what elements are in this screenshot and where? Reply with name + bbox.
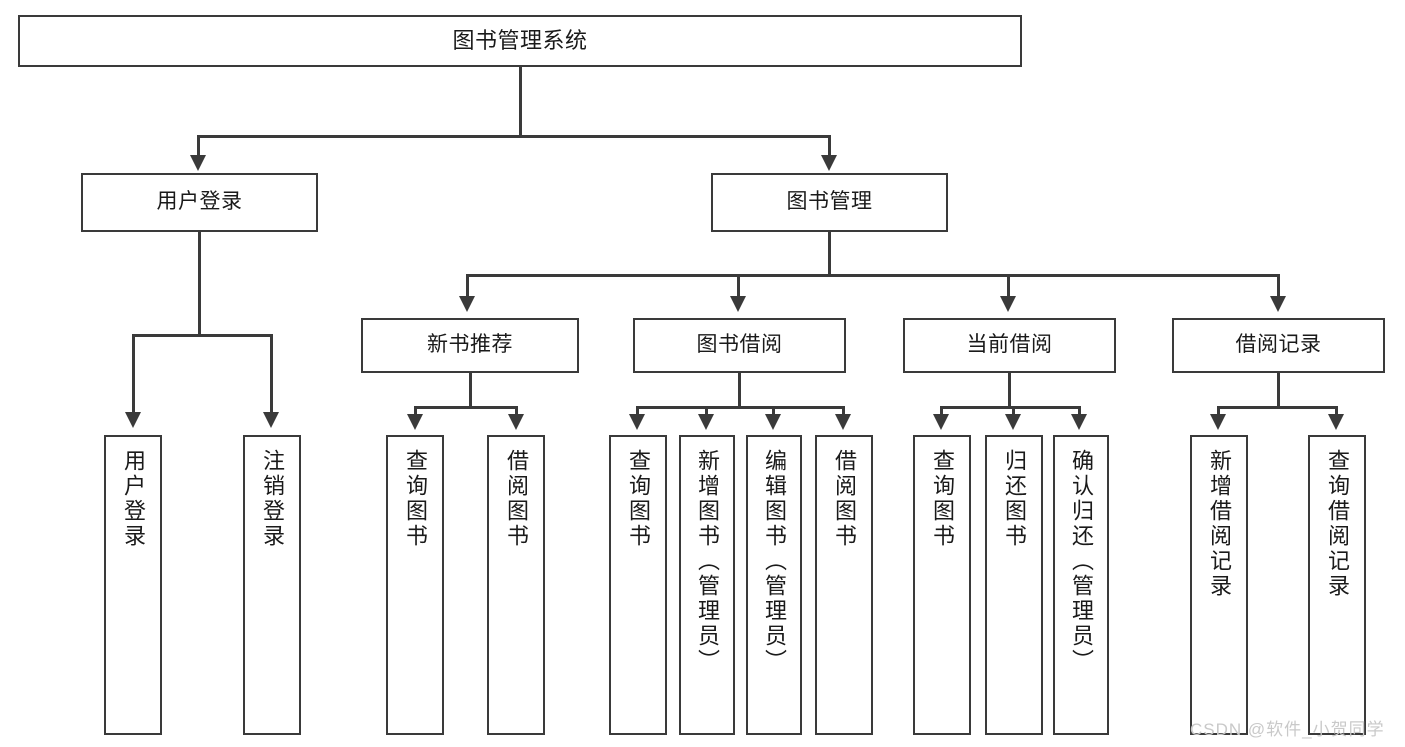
node-label: 当前借阅 xyxy=(966,333,1053,357)
arrow-to-user-login xyxy=(190,155,206,171)
node-label: 借阅图书 xyxy=(504,449,529,549)
arrow-to-leaf-query-book-2 xyxy=(629,414,645,430)
edge-new-book-rec-bar xyxy=(414,406,518,409)
node-label: 查询借阅记录 xyxy=(1325,449,1350,599)
node-leaf-add-record[interactable]: 新增借阅记录 xyxy=(1190,435,1248,735)
arrow-to-book-borrow xyxy=(730,296,746,312)
edge-br-to-leaf-1 xyxy=(1217,406,1220,416)
edge-book-borrow-bar xyxy=(636,406,844,409)
arrow-to-leaf-confirm-return xyxy=(1071,414,1087,430)
arrow-to-leaf-query-record xyxy=(1328,414,1344,430)
arrow-to-new-book-rec xyxy=(459,296,475,312)
node-label: 归还图书 xyxy=(1002,449,1027,549)
edge-user-login-bar xyxy=(132,334,270,337)
arrow-to-borrow-record xyxy=(1270,296,1286,312)
node-leaf-query-book-1[interactable]: 查询图书 xyxy=(386,435,444,735)
arrow-to-leaf-user-login xyxy=(125,412,141,428)
node-leaf-borrow-book-2[interactable]: 借阅图书 xyxy=(815,435,873,735)
node-label: 新增图书（管理员） xyxy=(695,449,720,674)
node-leaf-borrow-book-1[interactable]: 借阅图书 xyxy=(487,435,545,735)
edge-current-borrow-bar xyxy=(940,406,1080,409)
edge-to-book-borrow xyxy=(737,274,740,298)
node-label: 新增借阅记录 xyxy=(1207,449,1232,599)
arrow-to-leaf-add-record xyxy=(1210,414,1226,430)
edge-to-borrow-record xyxy=(1277,274,1280,298)
edge-user-login-to-leaf-2 xyxy=(270,334,273,414)
node-leaf-query-book-2[interactable]: 查询图书 xyxy=(609,435,667,735)
edge-user-login-stem xyxy=(198,232,201,337)
edge-new-book-rec-stem xyxy=(469,373,472,409)
arrow-to-leaf-query-book-1 xyxy=(407,414,423,430)
node-label: 图书管理 xyxy=(786,190,873,214)
node-current-borrow[interactable]: 当前借阅 xyxy=(903,318,1116,373)
arrow-to-book-manage xyxy=(821,155,837,171)
node-label: 新书推荐 xyxy=(427,333,513,357)
node-root-system[interactable]: 图书管理系统 xyxy=(18,15,1022,67)
edge-current-borrow-stem xyxy=(1008,373,1011,409)
node-label: 注销登录 xyxy=(260,449,285,549)
watermark-text: CSDN @软件_小贺同学 xyxy=(1190,720,1385,739)
edge-br-to-leaf-2 xyxy=(1335,406,1338,416)
edge-bb-to-leaf-1 xyxy=(636,406,639,416)
edge-borrow-record-bar xyxy=(1217,406,1337,409)
arrow-to-leaf-borrow-book-2 xyxy=(835,414,851,430)
node-label: 借阅图书 xyxy=(832,449,857,549)
node-borrow-record[interactable]: 借阅记录 xyxy=(1172,318,1385,373)
node-label: 查询图书 xyxy=(930,449,955,549)
node-label: 用户登录 xyxy=(156,190,243,214)
node-book-manage[interactable]: 图书管理 xyxy=(711,173,948,232)
edge-root-to-book-manage xyxy=(828,135,831,157)
arrow-to-current-borrow xyxy=(1000,296,1016,312)
node-leaf-user-login[interactable]: 用户登录 xyxy=(104,435,162,735)
edge-cb-to-leaf-1 xyxy=(940,406,943,416)
edge-root-stem xyxy=(519,67,522,137)
node-new-book-rec[interactable]: 新书推荐 xyxy=(361,318,579,373)
node-label: 查询图书 xyxy=(403,449,428,549)
node-label: 借阅记录 xyxy=(1235,333,1322,357)
node-leaf-edit-book[interactable]: 编辑图书（管理员） xyxy=(746,435,802,735)
node-label: 确认归还（管理员） xyxy=(1069,449,1094,674)
edge-nbr-to-leaf-2 xyxy=(515,406,518,416)
node-label: 图书借阅 xyxy=(696,333,783,357)
edge-bb-to-leaf-4 xyxy=(842,406,845,416)
node-label: 用户登录 xyxy=(121,449,146,549)
arrow-to-leaf-edit-book xyxy=(765,414,781,430)
edge-bb-to-leaf-2 xyxy=(705,406,708,416)
edge-user-login-to-leaf-1 xyxy=(132,334,135,414)
node-leaf-add-book[interactable]: 新增图书（管理员） xyxy=(679,435,735,735)
node-leaf-logout[interactable]: 注销登录 xyxy=(243,435,301,735)
edge-nbr-to-leaf-1 xyxy=(414,406,417,416)
edge-cb-to-leaf-2 xyxy=(1012,406,1015,416)
edge-root-bar xyxy=(197,135,831,138)
node-book-borrow[interactable]: 图书借阅 xyxy=(633,318,846,373)
edge-to-new-book-rec xyxy=(466,274,469,298)
node-label: 图书管理系统 xyxy=(452,28,588,54)
node-leaf-query-book-3[interactable]: 查询图书 xyxy=(913,435,971,735)
edge-book-manage-bar xyxy=(466,274,1280,277)
edge-root-to-user-login xyxy=(197,135,200,157)
arrow-to-leaf-add-book xyxy=(698,414,714,430)
arrow-to-leaf-return-book xyxy=(1005,414,1021,430)
node-label: 编辑图书（管理员） xyxy=(762,449,787,674)
edge-bb-to-leaf-3 xyxy=(772,406,775,416)
node-leaf-return-book[interactable]: 归还图书 xyxy=(985,435,1043,735)
edge-to-current-borrow xyxy=(1007,274,1010,298)
edge-cb-to-leaf-3 xyxy=(1078,406,1081,416)
node-leaf-confirm-return[interactable]: 确认归还（管理员） xyxy=(1053,435,1109,735)
arrow-to-leaf-logout xyxy=(263,412,279,428)
node-user-login[interactable]: 用户登录 xyxy=(81,173,318,232)
node-leaf-query-record[interactable]: 查询借阅记录 xyxy=(1308,435,1366,735)
arrow-to-leaf-borrow-book-1 xyxy=(508,414,524,430)
edge-book-borrow-stem xyxy=(738,373,741,409)
edge-borrow-record-stem xyxy=(1277,373,1280,409)
edge-book-manage-stem xyxy=(828,232,831,277)
node-label: 查询图书 xyxy=(626,449,651,549)
arrow-to-leaf-query-book-3 xyxy=(933,414,949,430)
